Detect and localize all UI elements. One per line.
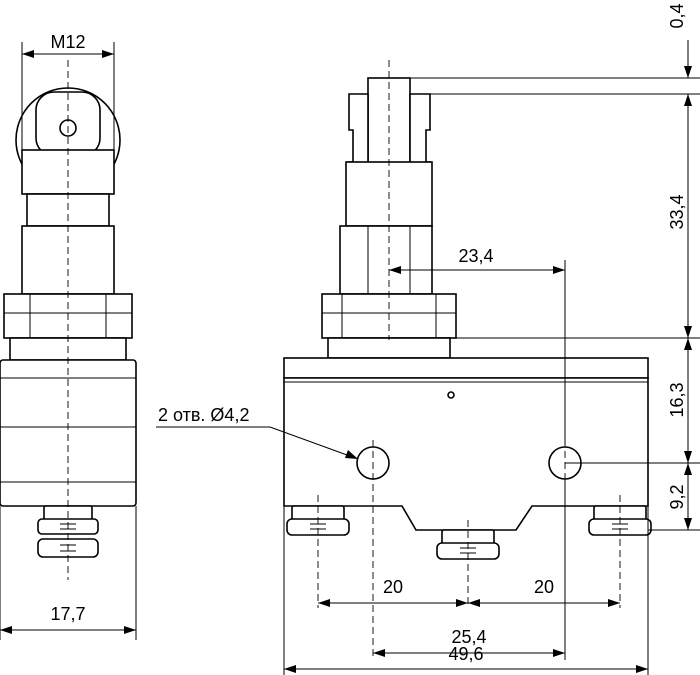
dim-plunger-height-label: 33,4 — [667, 194, 687, 229]
dim-body-top: 16,3 — [648, 338, 700, 464]
dim-plunger-offset-label: 23,4 — [458, 246, 493, 266]
dim-hole-height: 9,2 — [648, 463, 700, 531]
dim-terminal-right-label: 20 — [534, 577, 554, 597]
dim-terminal-spacing: 20 20 — [318, 577, 620, 607]
front-neck-lower — [339, 225, 433, 295]
callout-holes: 2 отв. Ø4,2 — [156, 405, 359, 460]
dim-body-width: 49,6 — [283, 506, 649, 675]
front-indicator-dot — [447, 391, 455, 399]
dim-hole-spacing-label: 25,4 — [451, 627, 486, 647]
dim-hole-spacing: 25,4 — [373, 480, 566, 660]
dim-body-width-label: 49,6 — [448, 644, 483, 664]
dim-thread-label: M12 — [50, 32, 85, 52]
dim-side-width: 17,7 — [0, 506, 137, 640]
dim-terminal-left-label: 20 — [383, 577, 403, 597]
dim-lever-gap-label: 0,4 — [667, 3, 687, 28]
front-body-cover — [283, 357, 649, 379]
dim-body-top-label: 16,3 — [667, 382, 687, 417]
callout-holes-label: 2 отв. Ø4,2 — [158, 405, 249, 425]
dim-plunger-height: 33,4 — [456, 94, 700, 339]
side-roller-axle-block — [35, 91, 101, 157]
side-terminal-screw-upper — [37, 505, 99, 535]
dim-hole-height-label: 9,2 — [667, 484, 687, 509]
dim-side-width-label: 17,7 — [50, 604, 85, 624]
side-view — [0, 60, 137, 580]
dim-plunger-offset: 23,4 — [389, 246, 566, 445]
front-washer — [327, 337, 451, 359]
dim-lever-gap: 0,4 — [410, 3, 700, 108]
dim-thread: M12 — [21, 32, 115, 150]
front-view — [283, 60, 652, 660]
